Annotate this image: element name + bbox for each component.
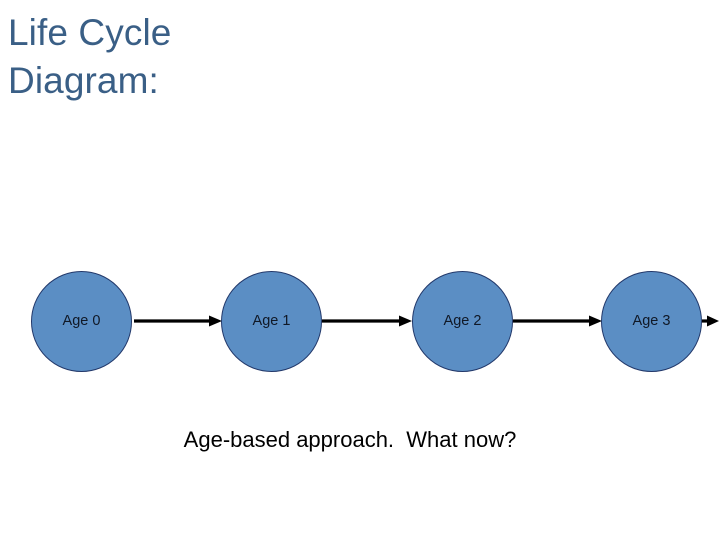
node-age-1[interactable]: Age 1 bbox=[221, 271, 322, 372]
arrow-age3-out bbox=[702, 315, 720, 327]
arrow-age2-to-age3 bbox=[513, 315, 602, 327]
node-age-2[interactable]: Age 2 bbox=[412, 271, 513, 372]
arrow-age0-to-age1 bbox=[134, 315, 222, 327]
node-label-age-3: Age 3 bbox=[632, 313, 671, 330]
arrow-age1-to-age2 bbox=[322, 315, 412, 327]
page-title: Life Cycle Diagram: bbox=[8, 12, 172, 101]
node-label-age-2: Age 2 bbox=[443, 313, 482, 330]
node-label-age-0: Age 0 bbox=[62, 313, 101, 330]
diagram-caption: Age-based approach. What now? bbox=[183, 427, 517, 452]
node-age-0[interactable]: Age 0 bbox=[31, 271, 132, 372]
node-age-3[interactable]: Age 3 bbox=[601, 271, 702, 372]
node-label-age-1: Age 1 bbox=[252, 313, 291, 330]
